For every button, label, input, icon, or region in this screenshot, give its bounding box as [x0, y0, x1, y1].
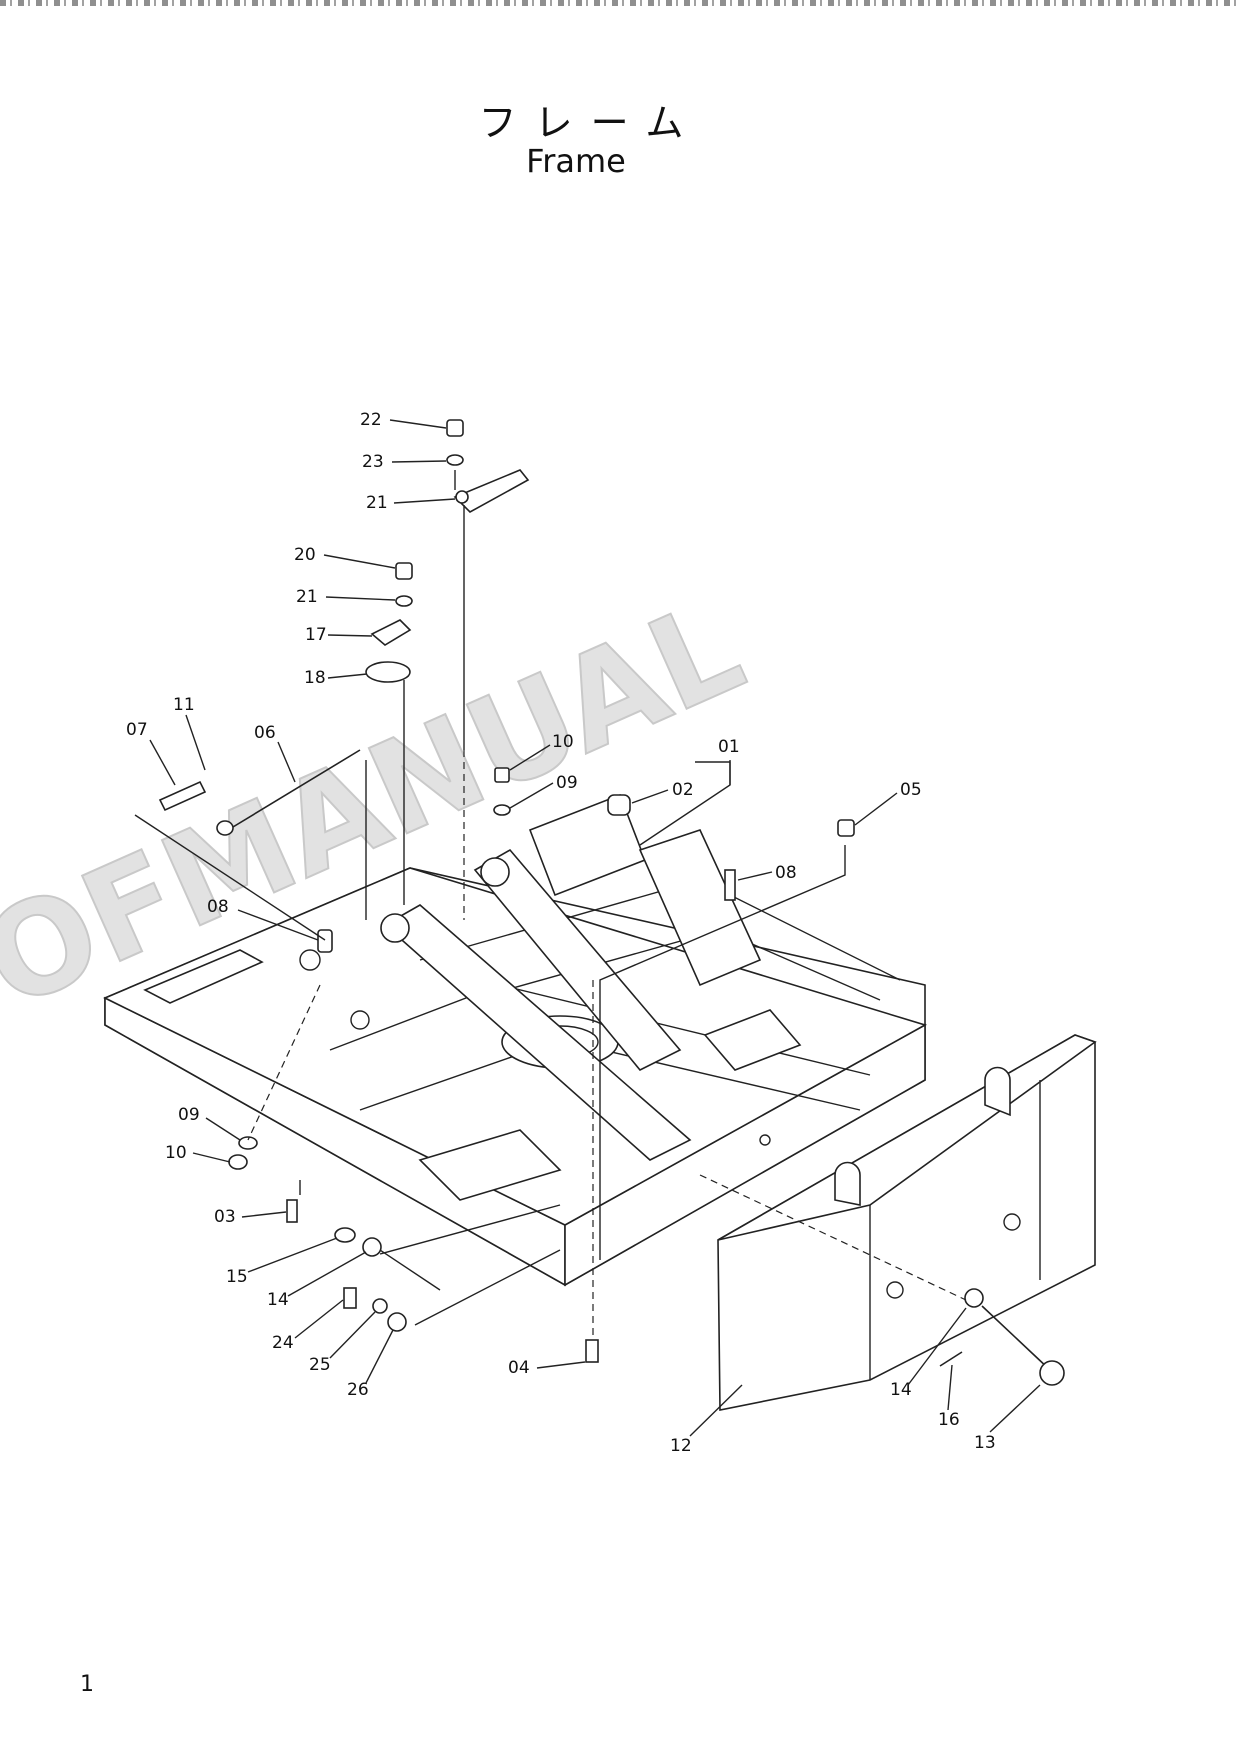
callout-09b: 09	[178, 1105, 241, 1141]
callout-14b: 14	[890, 1307, 967, 1400]
svg-text:05: 05	[900, 780, 922, 800]
callout-21b: 21	[296, 587, 396, 607]
callout-14a: 14	[267, 1251, 367, 1310]
svg-text:01: 01	[718, 737, 740, 757]
scan-edge	[0, 0, 1241, 6]
svg-text:04: 04	[508, 1358, 530, 1378]
svg-text:14: 14	[890, 1380, 912, 1400]
svg-text:18: 18	[304, 668, 326, 688]
page-number: 1	[80, 1672, 94, 1697]
callout-03: 03	[214, 1207, 287, 1227]
svg-text:23: 23	[362, 452, 384, 472]
svg-text:13: 13	[974, 1433, 996, 1453]
title-japanese: フレーム	[478, 101, 702, 145]
callout-23: 23	[362, 452, 447, 472]
title-english: Frame	[526, 142, 626, 180]
counterweight	[717, 1034, 1097, 1411]
svg-text:02: 02	[672, 780, 694, 800]
assembly-lines	[134, 470, 967, 1340]
svg-text:09: 09	[178, 1105, 200, 1125]
callout-21a: 21	[366, 493, 456, 513]
callout-01: 01	[695, 737, 740, 785]
main-frame	[103, 793, 928, 1287]
callout-02: 02	[631, 780, 694, 804]
svg-text:20: 20	[294, 545, 316, 565]
svg-text:12: 12	[670, 1436, 692, 1456]
svg-text:06: 06	[254, 723, 276, 743]
callout-07: 07	[126, 720, 176, 786]
callout-13: 13	[974, 1384, 1041, 1453]
callout-06: 06	[254, 723, 296, 783]
svg-text:22: 22	[360, 410, 382, 430]
svg-text:16: 16	[938, 1410, 960, 1430]
svg-text:15: 15	[226, 1267, 248, 1287]
hardware-parts	[158, 419, 1065, 1386]
svg-text:03: 03	[214, 1207, 236, 1227]
svg-text:14: 14	[267, 1290, 289, 1310]
svg-text:24: 24	[272, 1333, 294, 1353]
svg-text:21: 21	[296, 587, 318, 607]
svg-text:10: 10	[165, 1143, 187, 1163]
callout-25: 25	[309, 1311, 376, 1375]
callout-05: 05	[854, 780, 922, 826]
callout-10b: 10	[165, 1143, 231, 1163]
callouts: 22 23 21 20 21 17 18 11 07 06 10 09 01 0…	[126, 410, 1041, 1456]
callout-10a: 10	[509, 732, 574, 771]
callout-15: 15	[226, 1237, 338, 1287]
svg-text:11: 11	[173, 695, 195, 715]
callout-08b: 08	[207, 897, 319, 941]
callout-12: 12	[670, 1384, 743, 1456]
callout-26: 26	[347, 1329, 394, 1400]
callout-04: 04	[508, 1358, 586, 1378]
svg-text:17: 17	[305, 625, 327, 645]
svg-text:07: 07	[126, 720, 148, 740]
callout-17: 17	[305, 625, 373, 645]
svg-text:25: 25	[309, 1355, 331, 1375]
callout-18: 18	[304, 668, 368, 688]
callout-08a: 08	[737, 863, 797, 883]
callout-16: 16	[938, 1364, 960, 1430]
callout-11: 11	[173, 695, 206, 771]
svg-text:10: 10	[552, 732, 574, 752]
callout-22: 22	[360, 410, 447, 430]
callout-09a: 09	[509, 773, 578, 809]
svg-text:09: 09	[556, 773, 578, 793]
svg-text:08: 08	[775, 863, 797, 883]
svg-text:08: 08	[207, 897, 229, 917]
callout-24: 24	[272, 1299, 344, 1353]
svg-text:21: 21	[366, 493, 388, 513]
callout-20: 20	[294, 545, 396, 569]
svg-text:26: 26	[347, 1380, 369, 1400]
